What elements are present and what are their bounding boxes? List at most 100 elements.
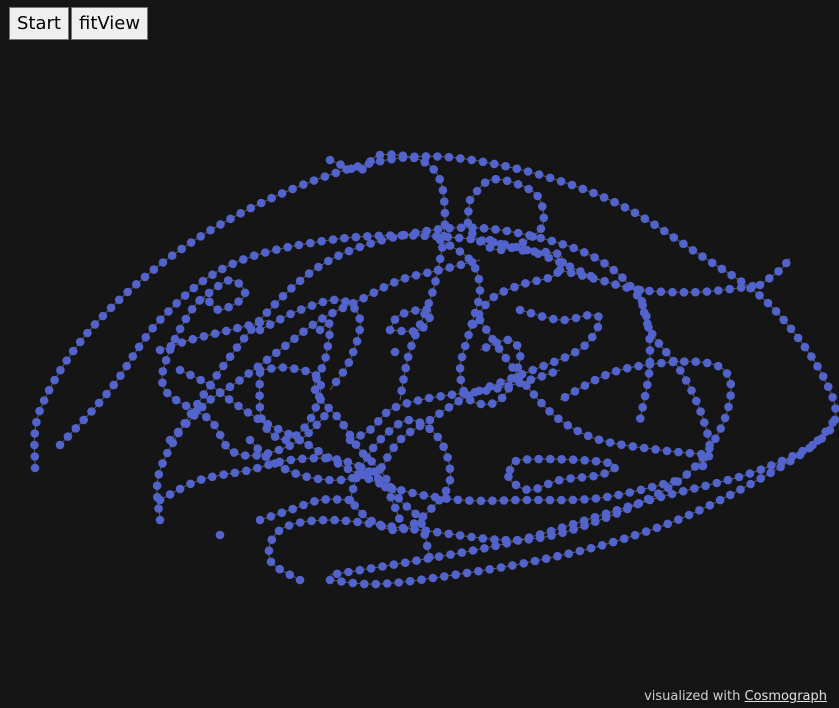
graph-node[interactable] [516, 352, 525, 361]
graph-node[interactable] [264, 546, 274, 555]
graph-node[interactable] [366, 157, 375, 166]
graph-node[interactable] [420, 231, 430, 241]
graph-node[interactable] [705, 440, 714, 450]
graph-node[interactable] [274, 445, 284, 455]
graph-node[interactable] [541, 554, 551, 563]
graph-node[interactable] [580, 495, 589, 504]
graph-node[interactable] [396, 434, 406, 444]
graph-node[interactable] [306, 238, 315, 248]
graph-node[interactable] [695, 506, 704, 515]
graph-node[interactable] [270, 432, 280, 441]
graph-node[interactable] [522, 381, 531, 391]
graph-node[interactable] [771, 307, 781, 316]
graph-node[interactable] [214, 281, 223, 291]
graph-node[interactable] [645, 360, 655, 369]
graph-node[interactable] [277, 508, 287, 517]
graph-node[interactable] [611, 366, 621, 376]
graph-node[interactable] [813, 362, 822, 371]
graph-node[interactable] [286, 309, 295, 319]
graph-node[interactable] [291, 469, 301, 478]
graph-node[interactable] [195, 296, 204, 305]
graph-node[interactable] [397, 486, 406, 495]
graph-node[interactable] [256, 198, 266, 208]
graph-node[interactable] [390, 315, 400, 324]
graph-node[interactable] [299, 180, 308, 189]
graph-node[interactable] [274, 526, 284, 536]
graph-node[interactable] [766, 468, 775, 478]
graph-node[interactable] [90, 320, 100, 329]
graph-node[interactable] [351, 440, 361, 449]
graph-node[interactable] [519, 559, 528, 568]
graph-node[interactable] [267, 193, 276, 203]
graph-node[interactable] [736, 283, 746, 292]
graph-node[interactable] [367, 516, 376, 526]
graph-node[interactable] [600, 276, 609, 286]
graph-node[interactable] [647, 482, 657, 492]
graph-node[interactable] [652, 523, 662, 533]
graph-node[interactable] [312, 420, 322, 430]
graph-node[interactable] [687, 386, 696, 395]
graph-node[interactable] [411, 271, 421, 280]
graph-node[interactable] [318, 515, 328, 525]
graph-node[interactable] [481, 300, 490, 310]
graph-node[interactable] [549, 314, 558, 324]
graph-node[interactable] [507, 243, 516, 253]
graph-node[interactable] [577, 473, 587, 482]
graph-node[interactable] [697, 449, 706, 459]
graph-node[interactable] [224, 302, 233, 312]
graph-node[interactable] [599, 193, 609, 202]
graph-node[interactable] [502, 176, 512, 186]
graph-node[interactable] [511, 480, 521, 490]
graph-node[interactable] [420, 530, 430, 539]
graph-node[interactable] [745, 469, 755, 478]
graph-node[interactable] [321, 495, 331, 504]
graph-node[interactable] [425, 424, 434, 434]
graph-node[interactable] [50, 375, 59, 385]
graph-node[interactable] [707, 258, 717, 268]
graph-node[interactable] [782, 258, 791, 268]
graph-node[interactable] [818, 372, 828, 381]
graph-node[interactable] [591, 517, 600, 526]
graph-node[interactable] [423, 268, 432, 278]
graph-node[interactable] [182, 419, 191, 429]
graph-node[interactable] [497, 393, 507, 403]
graph-node[interactable] [609, 265, 619, 275]
graph-node[interactable] [299, 327, 308, 337]
graph-node[interactable] [620, 203, 630, 212]
graph-node[interactable] [662, 446, 672, 456]
graph-node[interactable] [680, 357, 689, 366]
graph-node[interactable] [315, 325, 325, 335]
graph-node[interactable] [409, 519, 419, 528]
graph-node[interactable] [537, 312, 547, 321]
graph-node[interactable] [580, 341, 589, 351]
graph-node[interactable] [377, 522, 387, 531]
graph-node[interactable] [703, 429, 712, 438]
graph-node[interactable] [763, 298, 773, 308]
graph-node[interactable] [298, 454, 307, 464]
graph-node[interactable] [405, 427, 415, 437]
graph-node[interactable] [554, 475, 564, 485]
graph-node[interactable] [402, 502, 412, 511]
graph-node[interactable] [566, 268, 576, 278]
graph-node[interactable] [355, 314, 365, 323]
graph-node[interactable] [411, 306, 420, 315]
graph-node[interactable] [597, 541, 607, 550]
graph-node[interactable] [679, 288, 689, 297]
graph-node[interactable] [580, 248, 589, 257]
graph-node[interactable] [645, 286, 654, 296]
graph-node[interactable] [460, 341, 470, 351]
graph-node[interactable] [343, 464, 353, 474]
graph-node[interactable] [457, 548, 467, 557]
graph-node[interactable] [548, 368, 558, 377]
graph-node[interactable] [724, 402, 733, 412]
graph-node[interactable] [622, 283, 631, 292]
graph-node[interactable] [601, 370, 610, 380]
graph-node[interactable] [154, 470, 164, 479]
graph-node[interactable] [560, 392, 570, 402]
graph-node[interactable] [557, 455, 566, 464]
graph-node[interactable] [654, 339, 664, 348]
graph-node[interactable] [173, 427, 183, 437]
graph-node[interactable] [485, 565, 495, 574]
graph-node[interactable] [339, 420, 349, 430]
graph-node[interactable] [286, 455, 296, 465]
